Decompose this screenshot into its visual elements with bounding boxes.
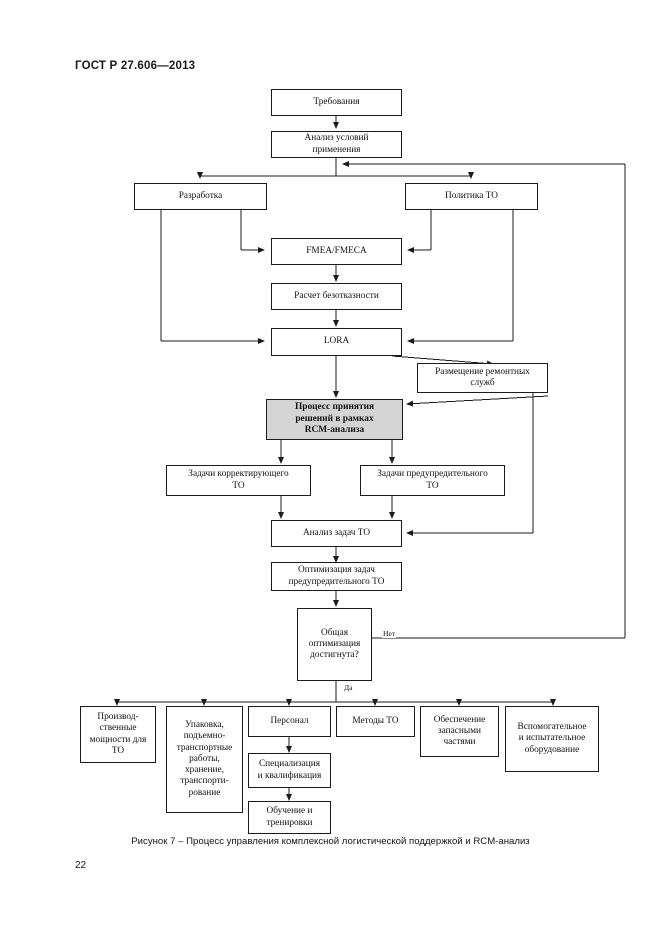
node-corrective-tasks[interactable]: Задачи корректирующего ТО bbox=[166, 465, 311, 496]
node-support-equipment[interactable]: Вспомогательное и испытательное оборудов… bbox=[505, 706, 599, 772]
node-lora-label: LORA bbox=[323, 336, 350, 347]
node-personnel[interactable]: Персонал bbox=[248, 706, 331, 737]
node-optimization-decision-label: Общая оптимизация достигнута? bbox=[308, 627, 361, 661]
node-qualification[interactable]: Специализация и квалификация bbox=[248, 753, 331, 788]
running-head: ГОСТ Р 27.606—2013 bbox=[75, 60, 196, 72]
node-qualification-label: Специализация и квалификация bbox=[257, 759, 322, 781]
node-maintenance-methods[interactable]: Методы ТО bbox=[336, 706, 415, 737]
node-facilities[interactable]: Производ- ственные мощности для ТО bbox=[80, 706, 156, 763]
node-fmea-fmeca[interactable]: FMEA/FMECA bbox=[271, 238, 402, 265]
node-rcm-decision-process[interactable]: Процесс принятия решений в рамках RCM-ан… bbox=[266, 399, 403, 440]
node-optimization-decision[interactable]: Общая оптимизация достигнута? bbox=[297, 608, 372, 681]
node-maintenance-policy-label: Политика ТО bbox=[445, 190, 498, 201]
node-rcm-decision-process-label: Процесс принятия решений в рамках RCM-ан… bbox=[294, 402, 375, 436]
node-spare-parts[interactable]: Обеспечение запасными частями bbox=[420, 706, 499, 757]
node-task-optimization-label: Оптимизация задач предупредительного ТО bbox=[288, 565, 385, 587]
node-training-label: Обучение и тренировки bbox=[266, 806, 313, 828]
node-personnel-label: Персонал bbox=[270, 715, 309, 726]
node-development-label: Разработка bbox=[178, 190, 223, 201]
edge-label-no: Нет bbox=[382, 629, 397, 638]
node-packaging-handling[interactable]: Упаковка, подъемно- транспортные работы,… bbox=[166, 706, 243, 813]
node-reliability-calculation[interactable]: Расчет безотказности bbox=[271, 283, 402, 310]
node-task-analysis[interactable]: Анализ задач ТО bbox=[271, 520, 402, 547]
node-facilities-label: Производ- ственные мощности для ТО bbox=[89, 711, 147, 756]
page-number: 22 bbox=[75, 860, 87, 871]
node-usage-conditions-label: Анализ условий применения bbox=[304, 133, 369, 155]
node-requirements-label: Требования bbox=[313, 96, 360, 107]
node-usage-conditions[interactable]: Анализ условий применения bbox=[271, 131, 402, 158]
node-task-analysis-label: Анализ задач ТО bbox=[302, 527, 371, 538]
edge-label-yes: Да bbox=[343, 683, 354, 692]
node-corrective-tasks-label: Задачи корректирующего ТО bbox=[188, 469, 289, 491]
node-repair-placement[interactable]: Размещение ремонтных служб bbox=[417, 363, 548, 393]
figure-caption: Рисунок 7 – Процесс управления комплексн… bbox=[131, 836, 530, 847]
node-training[interactable]: Обучение и тренировки bbox=[248, 801, 331, 834]
node-lora[interactable]: LORA bbox=[271, 328, 402, 356]
node-task-optimization[interactable]: Оптимизация задач предупредительного ТО bbox=[271, 562, 402, 591]
node-maintenance-policy[interactable]: Политика ТО bbox=[405, 183, 538, 210]
node-packaging-handling-label: Упаковка, подъемно- транспортные работы,… bbox=[176, 719, 233, 798]
node-repair-placement-label: Размещение ремонтных служб bbox=[435, 366, 530, 388]
node-support-equipment-label: Вспомогательное и испытательное оборудов… bbox=[517, 722, 587, 755]
node-preventive-tasks[interactable]: Задачи предупредительного ТО bbox=[360, 465, 505, 496]
node-spare-parts-label: Обеспечение запасными частями bbox=[433, 714, 486, 748]
node-development[interactable]: Разработка bbox=[134, 183, 267, 210]
node-maintenance-methods-label: Методы ТО bbox=[352, 715, 399, 726]
node-preventive-tasks-label: Задачи предупредительного ТО bbox=[377, 469, 488, 491]
node-fmea-fmeca-label: FMEA/FMECA bbox=[306, 245, 367, 256]
node-requirements[interactable]: Требования bbox=[271, 89, 402, 116]
node-reliability-calculation-label: Расчет безотказности bbox=[294, 290, 379, 301]
